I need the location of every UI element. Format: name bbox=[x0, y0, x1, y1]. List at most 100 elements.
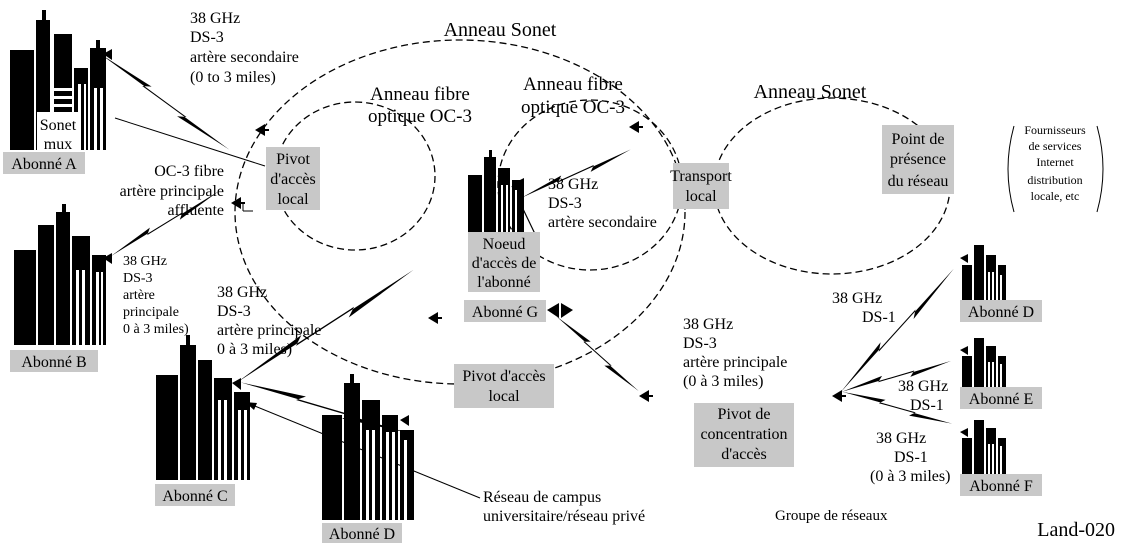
link-label: 38 GHz bbox=[217, 284, 267, 301]
bracket-left bbox=[1007, 125, 1015, 213]
providers-note: locale, etc bbox=[1031, 189, 1080, 203]
ring-label: Anneau fibre bbox=[370, 84, 470, 105]
link-label: 38 GHz bbox=[832, 290, 882, 307]
node-label: mux bbox=[44, 136, 72, 153]
building-c bbox=[156, 335, 250, 480]
link-label: 38 GHz bbox=[190, 10, 240, 27]
subscriber-label: Abonné D bbox=[329, 526, 395, 543]
link-label: 0 à 3 miles) bbox=[217, 341, 292, 358]
subscriber-label: Abonné B bbox=[21, 354, 86, 371]
label-box bbox=[468, 232, 540, 292]
link-label: DS-3 bbox=[217, 303, 251, 320]
link-label: 38 GHz bbox=[548, 176, 598, 193]
node-label: d'accès bbox=[270, 171, 316, 188]
link-label: 38 GHz bbox=[876, 430, 926, 447]
node-label: Noeud bbox=[483, 236, 526, 253]
node-label: d'accès bbox=[721, 446, 767, 463]
groupe-label: Groupe de réseaux bbox=[775, 508, 888, 524]
subscriber-label: Abonné E bbox=[969, 391, 1033, 408]
providers-note: Internet bbox=[1036, 155, 1074, 169]
label-box bbox=[882, 125, 954, 194]
radio-link-main bbox=[551, 314, 644, 394]
node-label: local bbox=[277, 191, 309, 208]
label-box bbox=[694, 403, 794, 467]
ring-label: Anneau fibre bbox=[523, 74, 623, 95]
label-box bbox=[464, 300, 546, 322]
node-label: Sonet bbox=[40, 117, 77, 134]
link-label: DS-3 bbox=[190, 29, 224, 46]
building-f bbox=[960, 420, 1006, 476]
ring-label: Anneau Sonet bbox=[444, 19, 557, 41]
node-label: Point de bbox=[892, 131, 945, 148]
link-label: 38 GHz bbox=[898, 378, 948, 395]
link-label: artère secondaire bbox=[190, 49, 299, 66]
radio-link-a bbox=[95, 51, 234, 152]
antenna-icon bbox=[561, 303, 573, 318]
label-box bbox=[960, 387, 1042, 409]
providers-note: de services bbox=[1029, 139, 1082, 153]
building-d-right bbox=[960, 245, 1006, 305]
link-label: (0 à 3 miles) bbox=[683, 373, 763, 390]
subscriber-label: Abonné C bbox=[162, 488, 227, 505]
fibre-ring-left bbox=[274, 101, 436, 251]
building-g bbox=[468, 150, 524, 235]
providers-note: distribution bbox=[1027, 173, 1082, 187]
campus-note: universitaire/réseau privé bbox=[483, 508, 645, 525]
link-label: 38 GHz bbox=[683, 316, 733, 333]
building-d-left bbox=[322, 374, 414, 520]
link-label: affluente bbox=[167, 202, 224, 219]
node-label: Transport bbox=[670, 168, 732, 185]
subscriber-label: Abonné D bbox=[968, 304, 1034, 321]
fibre-line-a bbox=[114, 117, 266, 167]
antenna-icon bbox=[629, 121, 643, 133]
antenna-icon bbox=[547, 303, 559, 318]
label-box bbox=[454, 364, 554, 408]
label-box bbox=[3, 152, 85, 174]
node-label: Pivot d'accès bbox=[462, 368, 545, 385]
node-label: concentration bbox=[700, 426, 787, 443]
node-label: présence bbox=[890, 151, 946, 168]
node-label: d'accès de bbox=[472, 255, 537, 272]
figure-id: Land-020 bbox=[1037, 519, 1115, 541]
bracket-right bbox=[1096, 125, 1104, 213]
subscriber-label: Abonné F bbox=[969, 478, 1033, 495]
label-box bbox=[10, 350, 98, 372]
link-label: artère principale bbox=[120, 183, 224, 200]
link-label: artère principale bbox=[217, 322, 321, 339]
link-label: DS-1 bbox=[862, 309, 896, 326]
link-label: artère bbox=[123, 288, 155, 303]
label-box bbox=[960, 474, 1042, 496]
link-label: OC-3 fibre bbox=[154, 163, 224, 180]
link-label: artère principale bbox=[683, 354, 787, 371]
building-b bbox=[14, 204, 112, 345]
providers-note: Fournisseurs bbox=[1024, 123, 1086, 137]
node-label: local bbox=[488, 388, 520, 405]
node-label: du réseau bbox=[888, 173, 949, 190]
antenna-icon bbox=[255, 124, 269, 136]
subscriber-label: Abonné G bbox=[472, 304, 539, 321]
link-label: DS-3 bbox=[123, 271, 153, 286]
node-label: Pivot de bbox=[718, 406, 771, 423]
link-label: DS-1 bbox=[910, 397, 944, 414]
link-label: DS-1 bbox=[894, 449, 928, 466]
link-label: (0 to 3 miles) bbox=[190, 69, 276, 86]
subscriber-label: Abonné A bbox=[11, 156, 77, 173]
sonet-mux-box bbox=[37, 112, 79, 152]
antenna-icon bbox=[832, 390, 846, 402]
link-label: 0 à 3 miles) bbox=[123, 322, 189, 337]
antenna-icon bbox=[428, 312, 442, 324]
ring-label: optique OC-3 bbox=[368, 106, 472, 127]
label-box bbox=[322, 523, 402, 543]
link-label: artère secondaire bbox=[548, 214, 657, 231]
campus-note: Réseau de campus bbox=[483, 489, 601, 506]
label-box bbox=[960, 300, 1042, 322]
label-box bbox=[673, 163, 729, 209]
link-label: DS-3 bbox=[683, 335, 717, 352]
building-e bbox=[960, 338, 1006, 390]
link-label: 38 GHz bbox=[123, 254, 167, 269]
label-box bbox=[155, 484, 235, 506]
antenna-icon bbox=[639, 390, 653, 402]
node-label: local bbox=[685, 188, 717, 205]
link-label: (0 à 3 miles) bbox=[870, 468, 950, 485]
